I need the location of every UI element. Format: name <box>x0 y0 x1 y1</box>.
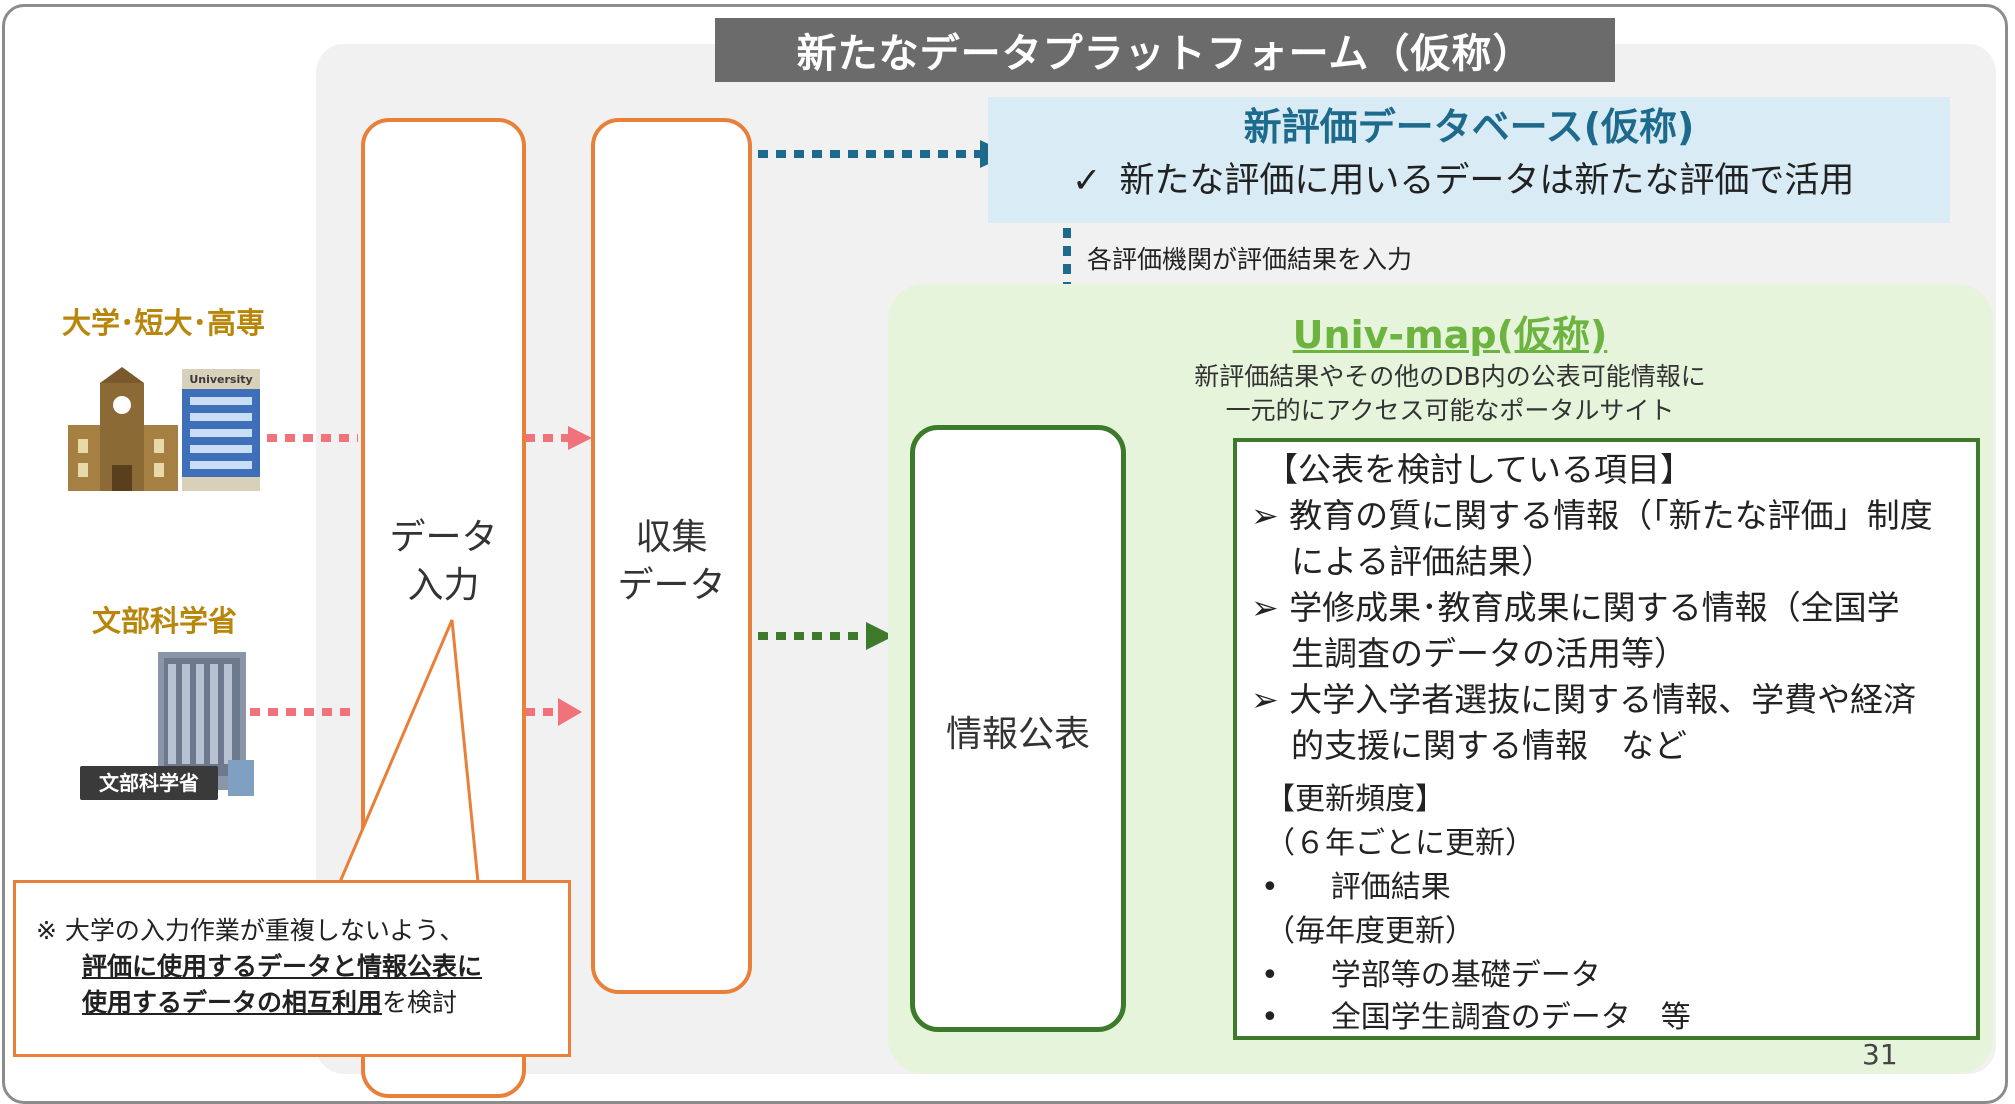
new-eval-db-text: 新たな評価に用いるデータは新たな評価で活用 <box>1119 161 1855 201</box>
detail-item-1-cont: による評価結果） <box>1291 542 1555 581</box>
freq-year-item-1-text: 学部等の基礎データ <box>1330 958 1601 993</box>
note-line-2: 評価に使用するデータと情報公表に <box>36 949 568 985</box>
detail-item-3-cont: 的支援に関する情報 など <box>1291 726 1687 765</box>
univ-map-subtitle-line-2: 一元的にアクセス可能なポータルサイト <box>1225 396 1675 425</box>
note-box: ※ 大学の入力作業が重複しないよう、 評価に使用するデータと情報公表に 使用する… <box>13 880 571 1057</box>
university-buildings-icon: University <box>68 367 260 491</box>
platform-title: 新たなデータプラットフォーム（仮称） <box>715 18 1615 82</box>
freq-year: （毎年度更新） <box>1265 914 1475 949</box>
note-suffix: を検討 <box>382 988 458 1017</box>
note-bold-2: 使用するデータの相互利用 <box>82 988 383 1017</box>
detail-item-1-line-1: 教育の質に関する情報（「新たな評価」制度 <box>1289 496 1933 535</box>
univ-map-title: Univ-map(仮称) <box>1292 313 1608 357</box>
arrow-bullet-icon: ➢ <box>1251 680 1290 719</box>
universities-label: 大学･短大･高専 <box>62 306 266 340</box>
freq-6yr-item: • 評価結果 <box>1261 868 1451 908</box>
bullet-icon: • <box>1261 870 1279 905</box>
new-eval-db-line: ✓ 新たな評価に用いるデータは新たな評価で活用 <box>1072 152 1854 203</box>
detail-item-2-line-1: 学修成果･教育成果に関する情報（全国学 <box>1289 588 1900 627</box>
mext-building-icon: 文部科学省 <box>80 652 254 800</box>
data-input-label: データ 入力 <box>365 514 522 610</box>
check-icon: ✓ <box>1072 161 1102 201</box>
arrowhead-pink-2 <box>558 698 582 726</box>
arrow-bullet-icon: ➢ <box>1251 496 1290 535</box>
freq-year-item-2: • 全国学生調査のデータ 等 <box>1261 998 1691 1038</box>
collected-data-label-line-2: データ <box>617 565 726 606</box>
data-input-label-line-1: データ <box>389 517 498 558</box>
page-number: 31 <box>1862 1038 1898 1071</box>
note-line-1: ※ 大学の入力作業が重複しないよう、 <box>36 916 465 945</box>
freq-heading: 【更新頻度】 <box>1265 782 1445 817</box>
detail-item-2-cont: 生調査のデータの活用等） <box>1291 634 1687 673</box>
collected-data-label-line-1: 収集 <box>635 517 708 558</box>
new-eval-db-box <box>988 97 1950 223</box>
info-publish-label: 情報公表 <box>945 714 1090 755</box>
info-publish-box: 情報公表 <box>910 425 1126 1032</box>
bullet-icon: • <box>1261 958 1279 993</box>
new-eval-db-title: 新評価データベース(仮称) <box>1243 105 1695 149</box>
freq-year-item-1: • 学部等の基礎データ <box>1261 956 1601 996</box>
detail-item-1: ➢ 教育の質に関する情報（「新たな評価」制度 <box>1251 494 1933 538</box>
freq-6yr-item-text: 評価結果 <box>1330 870 1451 905</box>
freq-6yr: （６年ごとに更新） <box>1265 826 1535 861</box>
bullet-icon: • <box>1261 1000 1279 1035</box>
data-input-label-line-2: 入力 <box>407 565 480 606</box>
arrow-bullet-icon: ➢ <box>1251 588 1290 627</box>
collected-data-label: 収集 データ <box>595 514 748 610</box>
detail-box: 【公表を検討している項目】 ➢ 教育の質に関する情報（「新たな評価」制度 による… <box>1233 438 1980 1040</box>
detail-item-3: ➢ 大学入学者選抜に関する情報、学費や経済 <box>1251 678 1916 722</box>
collected-data-column: 収集 データ <box>591 118 752 994</box>
note-bold-1: 評価に使用するデータと情報公表に <box>82 952 483 981</box>
freq-year-item-2-text: 全国学生調査のデータ 等 <box>1330 1000 1691 1035</box>
detail-heading: 【公表を検討している項目】 <box>1265 450 1694 489</box>
detail-item-3-line-1: 大学入学者選抜に関する情報、学費や経済 <box>1289 680 1917 719</box>
detail-item-2: ➢ 学修成果･教育成果に関する情報（全国学 <box>1251 586 1900 630</box>
univ-map-subtitle-line-1: 新評価結果やその他のDB内の公表可能情報に <box>1194 362 1706 391</box>
mext-label: 文部科学省 <box>92 604 238 638</box>
univ-map-subtitle: 新評価結果やその他のDB内の公表可能情報に 一元的にアクセス可能なポータルサイト <box>1040 360 1860 428</box>
mext-sign-text: 文部科学省 <box>99 771 199 795</box>
arrowhead-pink-1 <box>568 426 592 450</box>
arrowhead-green <box>866 622 894 650</box>
note-line-3: 使用するデータの相互利用を検討 <box>36 985 568 1021</box>
db-arrow-label: 各評価機関が評価結果を入力 <box>1087 245 1413 274</box>
university-sign-text: University <box>189 373 252 386</box>
